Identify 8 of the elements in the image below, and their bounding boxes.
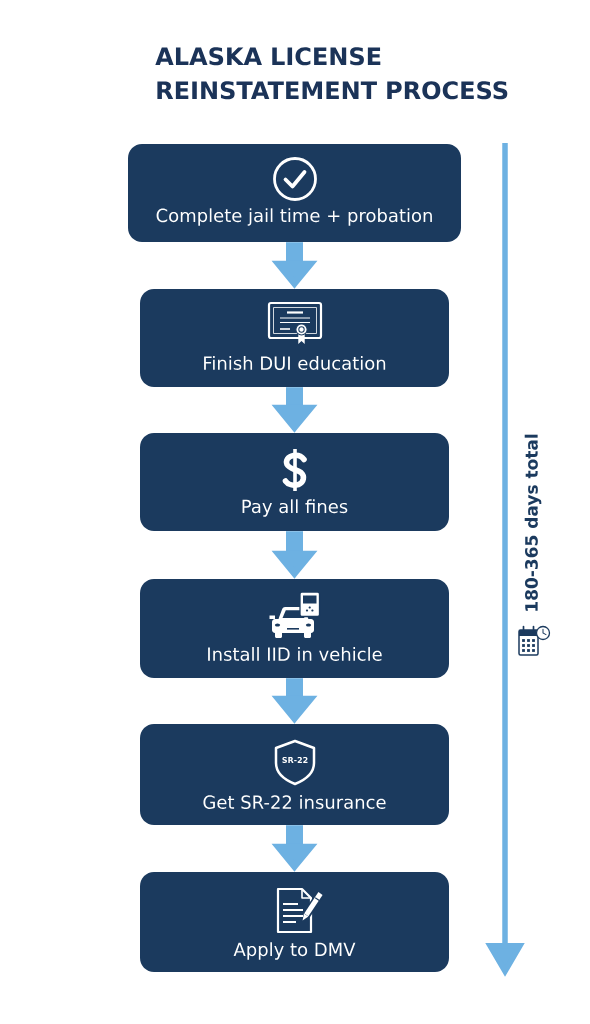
step-box: Pay all fines — [140, 433, 449, 531]
timeline-label: 180-365 days total — [524, 434, 542, 611]
shield-badge: SR-22 — [274, 739, 316, 786]
step-box: Complete jail time + probation — [128, 144, 461, 242]
step-box: Install IID in vehicle — [140, 579, 449, 678]
title: ALASKA LICENSE REINSTATEMENT PROCESS — [155, 47, 508, 100]
step-box: Finish DUI education — [140, 289, 449, 387]
step-box: Apply to DMV — [140, 872, 449, 972]
